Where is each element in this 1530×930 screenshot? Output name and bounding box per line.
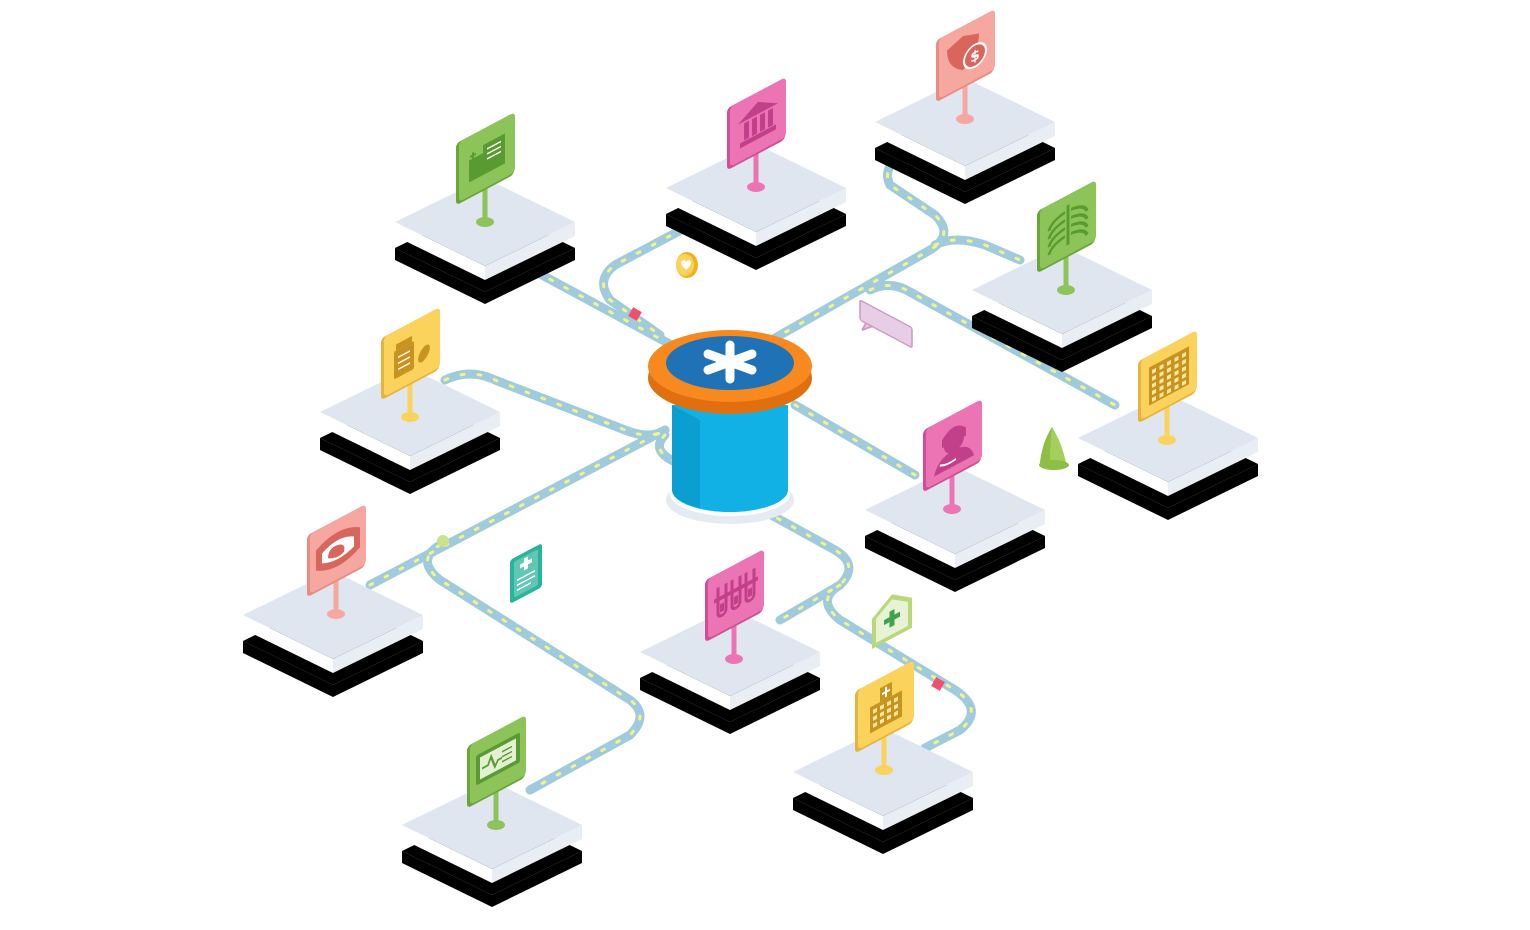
lungs-xray-icon	[1047, 204, 1089, 256]
nurse-icon	[934, 425, 974, 477]
chat-bubble-icon	[859, 299, 913, 348]
cargo-block	[628, 307, 642, 321]
clinic-building-icon	[469, 133, 505, 183]
node-platforms: $	[243, 10, 1258, 907]
ultrasound-baby-icon	[316, 527, 360, 571]
hub-cylinder-shade	[672, 405, 700, 508]
track-hospital	[823, 580, 976, 753]
first-aid-house-icon	[872, 594, 912, 649]
signpost	[467, 716, 526, 807]
track-laboratory	[654, 430, 854, 625]
floating-items	[510, 252, 1069, 649]
signpost	[1138, 331, 1197, 422]
signpost	[1037, 181, 1096, 272]
track-radiology	[930, 235, 1025, 265]
medical-record-icon	[510, 544, 542, 603]
central-hub	[648, 330, 812, 524]
signpost	[705, 550, 764, 641]
city-building-icon	[1149, 346, 1189, 406]
signpost	[381, 308, 440, 399]
node-clinic	[395, 113, 575, 304]
pill-bottle-icon	[394, 335, 430, 379]
heart-coin-icon	[676, 252, 698, 278]
node-monitoring	[402, 716, 582, 907]
signpost	[456, 113, 515, 204]
node-hospital-building	[1078, 331, 1258, 520]
bank-icon	[738, 101, 778, 149]
node-insurance: $	[875, 10, 1055, 204]
heart-monitor-icon	[476, 733, 520, 785]
cargo-block	[931, 677, 945, 691]
bell-icon	[1039, 427, 1069, 470]
node-radiology	[972, 181, 1152, 372]
node-ultrasound	[243, 505, 423, 697]
cargo-dot	[437, 535, 449, 547]
node-laboratory	[640, 550, 820, 734]
node-pharmacy	[320, 308, 500, 494]
shield-dollar-icon: $	[947, 33, 987, 71]
signpost	[855, 661, 914, 752]
node-bank	[666, 78, 846, 270]
track-ultrasound	[365, 425, 670, 590]
asterisk-icon	[703, 340, 757, 384]
svg-text:$: $	[970, 45, 980, 67]
signpost	[307, 505, 366, 596]
signpost	[727, 78, 786, 169]
signpost: $	[936, 10, 995, 101]
hub-cylinder	[672, 405, 788, 512]
signpost	[923, 400, 982, 491]
test-tubes-icon	[714, 567, 758, 618]
node-hospital	[793, 661, 973, 854]
track-monitoring	[423, 540, 645, 795]
hospital-icon	[870, 681, 902, 734]
node-nurse	[865, 400, 1045, 592]
platform-top	[640, 608, 820, 696]
